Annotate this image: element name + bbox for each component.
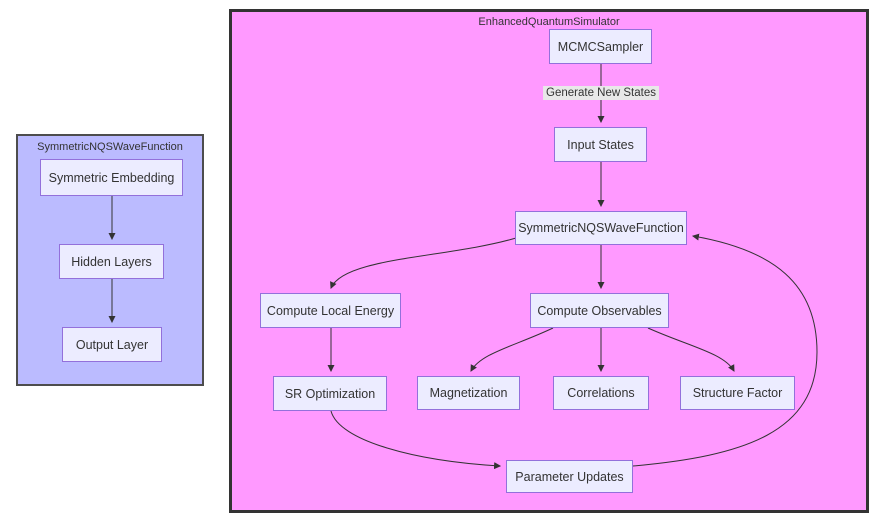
node-magnetization: Magnetization (417, 376, 520, 410)
node-label: SymmetricNQSWaveFunction (518, 221, 684, 235)
node-sr-optimization: SR Optimization (273, 376, 387, 411)
node-symmetric-embedding: Symmetric Embedding (40, 159, 183, 196)
node-label: SR Optimization (284, 386, 376, 401)
node-input-states: Input States (554, 127, 647, 162)
node-wavefunction: SymmetricNQSWaveFunction (515, 211, 687, 245)
node-label: Input States (567, 137, 634, 152)
node-compute-local-energy: Compute Local Energy (260, 293, 401, 328)
node-label: Symmetric Embedding (48, 170, 175, 185)
node-label: Compute Observables (537, 303, 662, 318)
node-label: Output Layer (75, 337, 149, 352)
node-label: Correlations (567, 386, 635, 400)
edge-label-generate-new-states: Generate New States (543, 86, 659, 100)
cluster-title-right: EnhancedQuantumSimulator (478, 16, 620, 28)
node-output-layer: Output Layer (62, 327, 162, 362)
node-label: Compute Local Energy (266, 303, 395, 318)
node-label: MCMCSampler (557, 39, 644, 54)
node-label: Magnetization (429, 386, 508, 400)
node-label: Structure Factor (692, 386, 783, 400)
node-correlations: Correlations (553, 376, 649, 410)
node-label: Parameter Updates (515, 469, 624, 484)
node-parameter-updates: Parameter Updates (506, 460, 633, 493)
node-compute-observables: Compute Observables (530, 293, 669, 328)
node-hidden-layers: Hidden Layers (59, 244, 164, 279)
node-structure-factor: Structure Factor (680, 376, 795, 410)
cluster-enhanced-quantum-simulator: EnhancedQuantumSimulator (229, 9, 869, 513)
node-label: Hidden Layers (71, 254, 152, 269)
node-mcmc-sampler: MCMCSampler (549, 29, 652, 64)
cluster-title-left: SymmetricNQSWaveFunction (37, 141, 183, 153)
